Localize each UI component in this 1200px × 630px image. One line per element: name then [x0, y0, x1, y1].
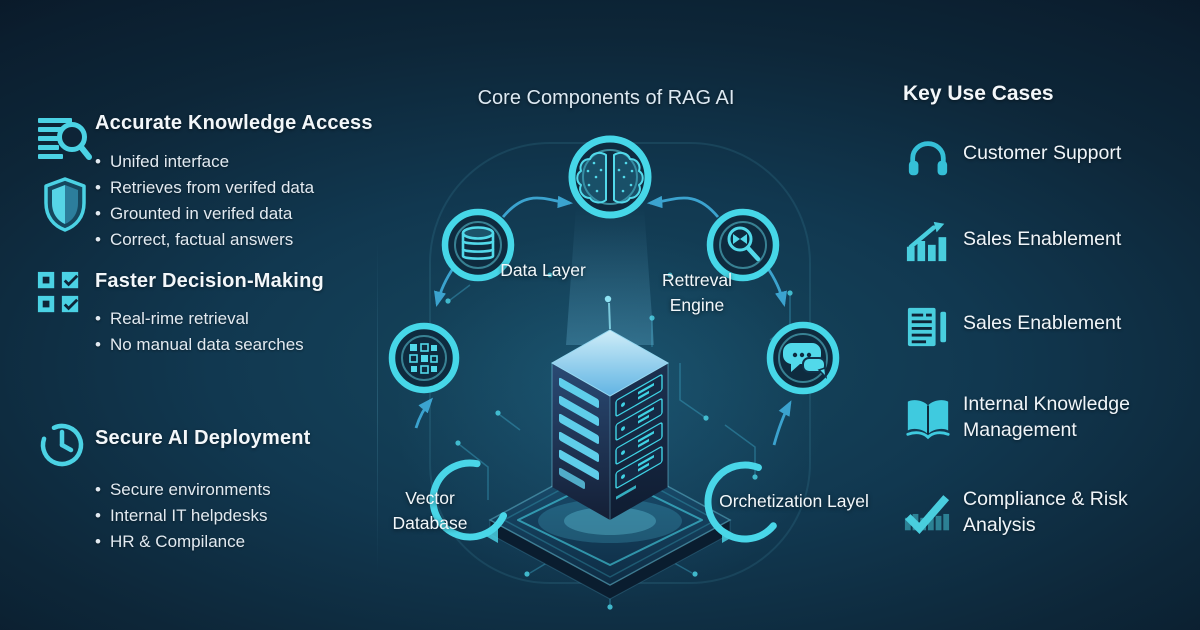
- check-mark-icon: [903, 490, 951, 536]
- bullet-dot: •: [95, 480, 101, 499]
- bullet-text: Grounted in verifed data: [109, 204, 293, 223]
- open-book-icon: [904, 396, 952, 440]
- report-document-icon: [906, 304, 948, 350]
- document-search-icon: [36, 114, 92, 166]
- vector-database-node: [388, 322, 460, 394]
- bullet-list: • Secure environments • Internal IT helpde…: [95, 477, 271, 555]
- bullet-dot: •: [95, 335, 101, 354]
- bullet-text: Retrieves from verifed data: [109, 178, 315, 197]
- list-item: • Real-rime retrieval: [95, 306, 304, 332]
- right-panel-title: Key Use Cases: [903, 82, 1054, 105]
- diagram-title: Core Components of RAG AI: [477, 87, 735, 109]
- bar-chart-icon: [905, 219, 951, 263]
- use-case-label: Compliance & Risk Analysis: [963, 488, 1128, 536]
- orchestration-node: [766, 321, 840, 395]
- list-item: • No manual data searches: [95, 332, 304, 358]
- section-title-accurate-knowledge-access: Accurate Knowledge Access: [95, 112, 373, 134]
- node-label-orchestration-layer: Orchetization Layel: [719, 491, 869, 511]
- clock-icon: [38, 421, 86, 469]
- node-label-vector-database: Vector Database: [392, 488, 468, 533]
- bullet-text: Real-rime retrieval: [109, 309, 249, 328]
- list-item: • Unifed interface: [95, 149, 314, 175]
- rag-diagram: [370, 115, 890, 620]
- node-label-retrieval-engine: Rettreval Engine: [661, 270, 733, 315]
- bullet-text: HR & Compilance: [109, 532, 246, 551]
- bullet-dot: •: [95, 152, 101, 171]
- bullet-dot: •: [95, 506, 101, 525]
- use-case-label: Sales Enablement: [963, 228, 1122, 250]
- bullet-dot: •: [95, 230, 101, 249]
- use-case-label: Customer Support: [963, 142, 1122, 164]
- section-title-faster-decision-making: Faster Decision-Making: [95, 270, 324, 292]
- bullet-list: • Real-rime retrieval • No manual data sea…: [95, 306, 304, 358]
- grid-check-icon: [36, 270, 82, 316]
- node-label-data-layer: Data Layer: [500, 260, 586, 280]
- llm-node: [568, 135, 652, 219]
- bullet-dot: •: [95, 204, 101, 223]
- bullet-text: Unifed interface: [109, 152, 230, 171]
- use-case-label: Internal Knowledge Management: [963, 393, 1130, 441]
- bullet-dot: •: [95, 532, 101, 551]
- list-item: • Retrieves from verifed data: [95, 175, 314, 201]
- headphones-icon: [906, 137, 950, 179]
- list-item: • HR & Compilance: [95, 529, 271, 555]
- list-item: • Secure environments: [95, 477, 271, 503]
- list-item: • Internal IT helpdesks: [95, 503, 271, 529]
- bullet-text: Internal IT helpdesks: [109, 506, 268, 525]
- bullet-dot: •: [95, 178, 101, 197]
- bullet-list: • Unifed interface • Retrieves from verife…: [95, 149, 314, 253]
- list-item: • Grounted in verifed data: [95, 201, 314, 227]
- bullet-text: No manual data searches: [109, 335, 304, 354]
- bullet-dot: •: [95, 309, 101, 328]
- bullet-text: Secure environments: [109, 480, 271, 499]
- use-case-label: Sales Enablement: [963, 312, 1122, 334]
- section-title-secure-ai-deployment: Secure AI Deployment: [95, 427, 311, 449]
- bullet-text: Correct, factual answers: [109, 230, 294, 249]
- shield-icon: [42, 176, 88, 232]
- list-item: • Correct, factual answers: [95, 227, 314, 253]
